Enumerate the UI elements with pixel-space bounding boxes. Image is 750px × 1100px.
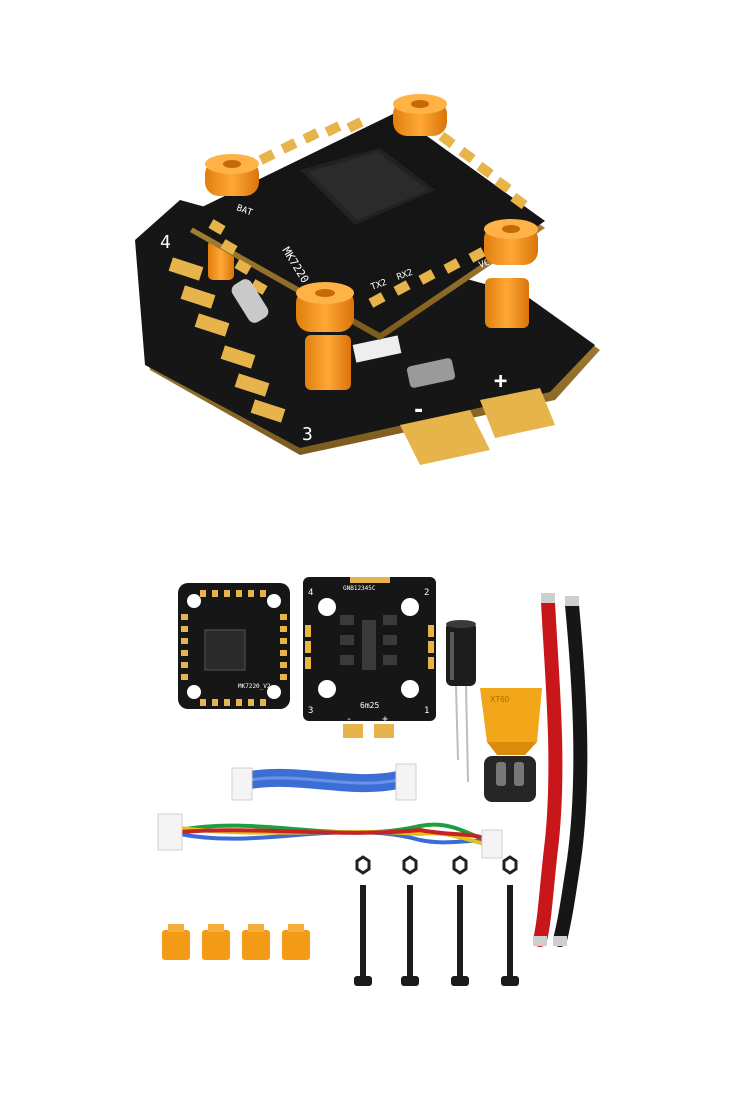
kit-twisted-cable-long: [157, 813, 503, 859]
esc-label-minus: -: [412, 398, 425, 423]
kit-screw-1: [354, 855, 372, 986]
stack-photo: + - 4 3 1: [0, 0, 750, 500]
kit-capacitor: [446, 620, 476, 783]
kit-screw-4: [501, 855, 519, 986]
kit-wire-red: [533, 595, 563, 947]
fc-usb-c-port: [231, 279, 269, 323]
kit-esc-motor-3: 3: [308, 706, 313, 716]
kit-fc-mcu: [204, 629, 246, 671]
kit-xt60-connector: XT60: [480, 688, 542, 802]
kit-xt60-label: XT60: [490, 695, 510, 704]
kit-esc-minus: -: [346, 714, 352, 725]
esc-label-plus: +: [494, 369, 507, 394]
esc-motor-label-4: 4: [160, 232, 171, 253]
kit-fc-pads: [181, 590, 287, 706]
standoffs-upper: [205, 94, 538, 332]
kit-screw-2: [401, 855, 419, 986]
standoff-top-right: [393, 94, 447, 136]
standoff-front: [296, 282, 354, 332]
esc-power-pads: [400, 388, 555, 465]
kit-contents-photo: MK7220_V2 GNB12345C 6m25 1 2 3 4 - +: [0, 540, 750, 1100]
kit-esc-board: GNB12345C 6m25 1 2 3 4 - +: [303, 577, 436, 738]
kit-standoff-1: [162, 924, 190, 960]
esc-connector: [352, 335, 402, 363]
kit-screws: [354, 855, 519, 986]
standoff-right: [484, 219, 538, 265]
esc-motor-label-1: 1: [570, 294, 581, 315]
kit-fc-mount-holes: [187, 594, 281, 699]
fc-board: MK7220 TX2 RX2 VCC CAM BAT: [190, 113, 545, 340]
kit-standoffs: [162, 924, 310, 960]
kit-screw-3: [451, 855, 469, 986]
kit-standoff-2: [202, 924, 230, 960]
kit-flight-controller: MK7220_V2: [178, 583, 290, 709]
kit-wire-black: [553, 598, 588, 947]
kit-fc-model-label: MK7220_V2: [238, 683, 271, 690]
kit-esc-mount-holes: [318, 598, 419, 698]
kit-ribbon-cable-short: [231, 763, 417, 801]
kit-esc-mosfets: [340, 615, 397, 670]
kit-esc-motor-1: 1: [424, 706, 429, 716]
kit-esc-plus: +: [382, 714, 388, 725]
stack-illustration: + - 4 3 1: [135, 94, 600, 465]
kit-esc-model-label: 6m25: [360, 701, 379, 710]
esc-crystal: [406, 358, 456, 388]
fc-perimeter-pads: [208, 117, 528, 308]
kit-esc-motor-2: 2: [424, 588, 429, 598]
kit-illustration: MK7220_V2 GNB12345C 6m25 1 2 3 4 - +: [157, 577, 588, 986]
kit-esc-header-label: GNB12345C: [343, 585, 376, 592]
kit-esc-motor-pads: [305, 625, 434, 669]
kit-standoff-4: [282, 924, 310, 960]
esc-motor-pads-left: [168, 257, 286, 423]
kit-esc-motor-4: 4: [308, 588, 313, 598]
kit-power-wires: [533, 593, 588, 947]
standoff-top-left: [205, 154, 259, 196]
kit-standoff-3: [242, 924, 270, 960]
esc-motor-label-3: 3: [302, 424, 313, 445]
